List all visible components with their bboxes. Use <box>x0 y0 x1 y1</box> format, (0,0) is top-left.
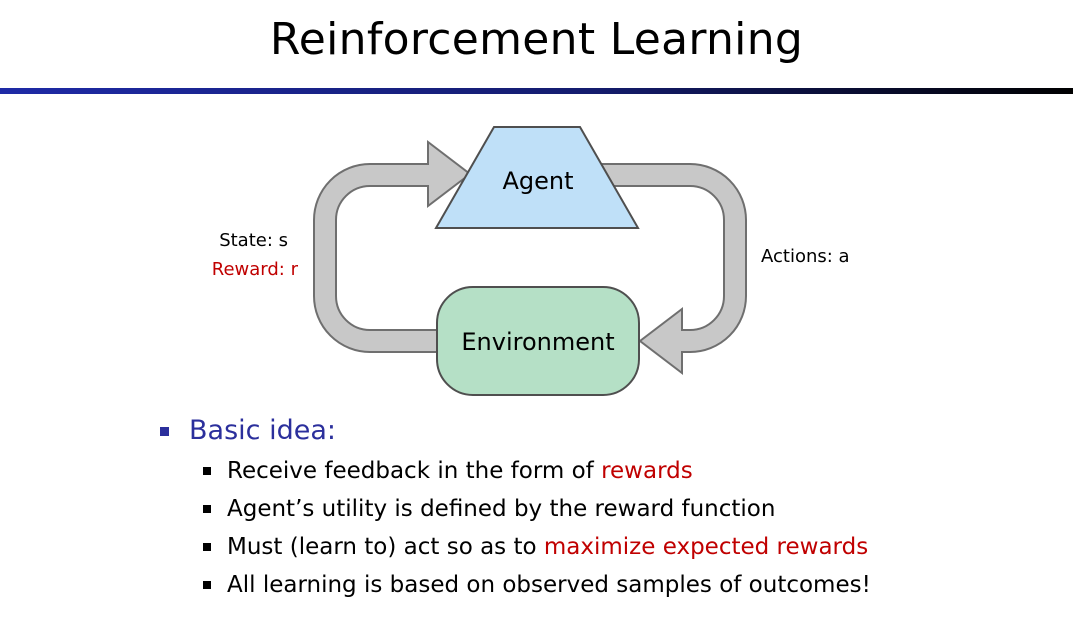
list-item-text: Receive feedback in the form of rewards <box>227 458 693 484</box>
list-item: Receive feedback in the form of rewards <box>158 454 1058 492</box>
bullet-marker <box>203 505 211 513</box>
agent-node <box>434 126 640 229</box>
bullet-marker <box>203 467 211 475</box>
bullet-list: Basic idea: Receive feedback in the form… <box>158 410 1058 606</box>
list-item: All learning is based on observed sample… <box>158 568 1058 606</box>
reward-label: Reward: r <box>212 259 299 280</box>
page-title: Reinforcement Learning <box>269 14 804 65</box>
bullet-heading: Basic idea: <box>189 415 336 446</box>
bullet-marker <box>203 543 211 551</box>
state-reward-arrow <box>313 139 472 353</box>
bullet-marker <box>160 427 169 436</box>
title-divider <box>0 88 1073 94</box>
state-label: State: s <box>219 230 288 251</box>
environment-node <box>436 286 640 396</box>
list-item-text: All learning is based on observed sample… <box>227 572 871 598</box>
list-item-text: Must (learn to) act so as to maximize ex… <box>227 534 869 560</box>
bullet-marker <box>203 581 211 589</box>
list-item: Agent’s utility is defined by the reward… <box>158 492 1058 530</box>
bullet-heading-row: Basic idea: <box>158 410 1058 454</box>
agent-label: Agent <box>502 167 573 195</box>
list-item: Must (learn to) act so as to maximize ex… <box>158 530 1058 568</box>
list-item-text: Agent’s utility is defined by the reward… <box>227 496 776 522</box>
environment-label: Environment <box>461 328 614 356</box>
actions-label: Actions: a <box>761 246 850 267</box>
